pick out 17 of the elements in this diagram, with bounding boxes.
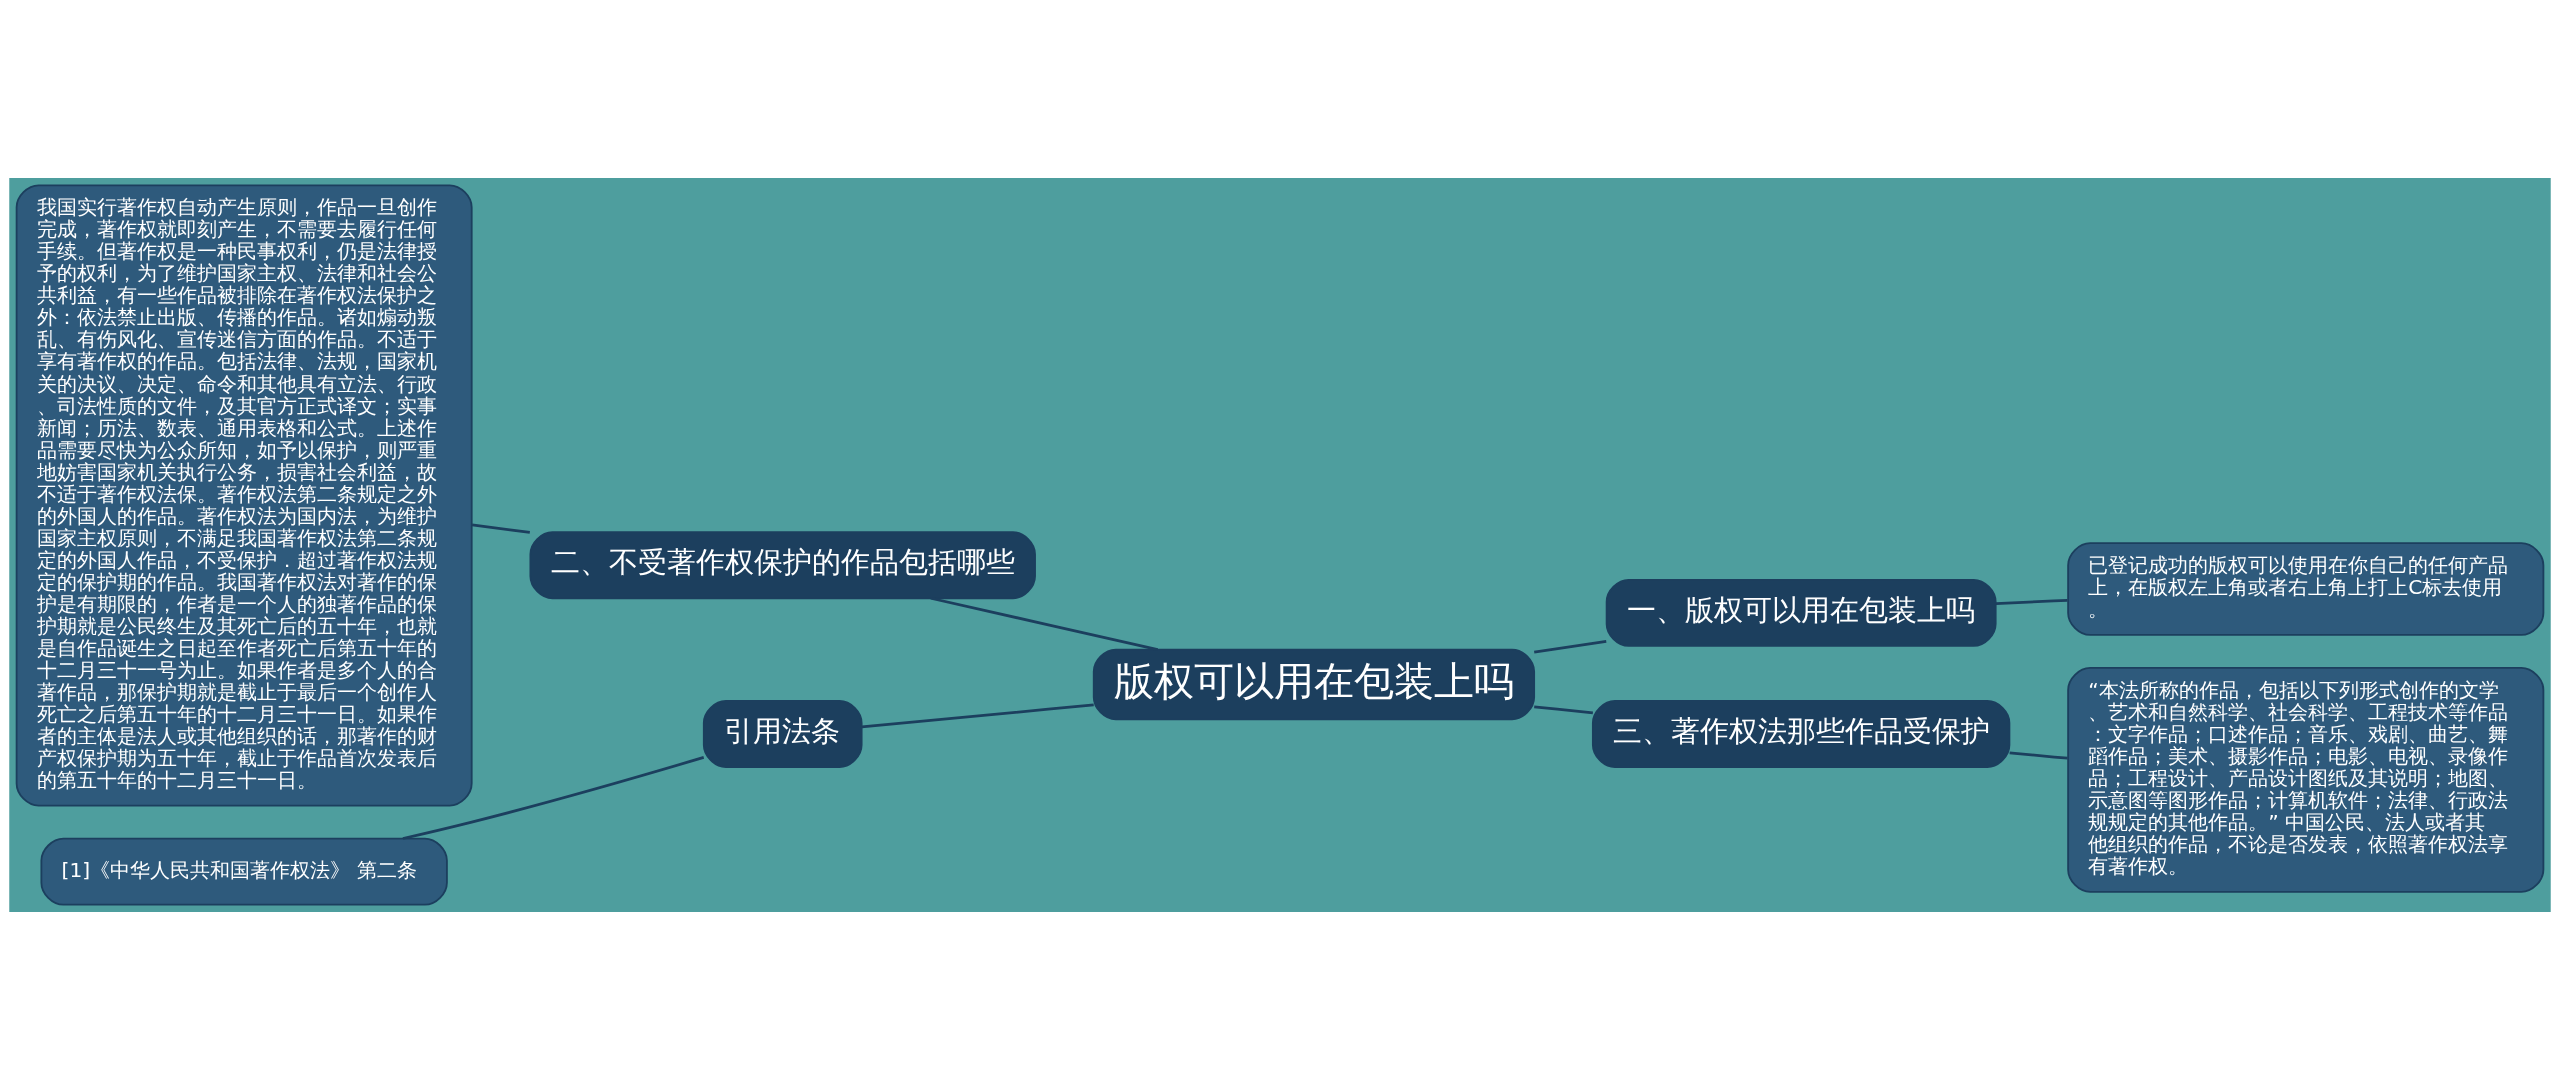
node-box: 三、著作权法那些作品受保护 [1591,699,2011,768]
connector [861,703,1094,728]
connector [1534,639,1607,653]
connector [1995,598,2068,605]
connector [930,596,1159,651]
node-box: “本法所称的作品，包括以下列形式创作的文学、艺术和自然科学、社会科学、工程技术等作品：文字作品；口述作品；音乐、戏剧、曲艺、舞蹈作品；美术、摄影作品；电影、电视、录像作品；工程设计、产品设计图纸及其说明；地图、示意图等图形作品；计算机软件；法律、行政法规规定的其他作品。” 中国公民、法人或者其他组织的作品，不论是否发表，依照著作权法享有著作权。 [2067,666,2545,893]
node-box: 我国实行著作权自动产生原则，作品一旦创作完成，著作权就即刻产生，不需要去履行任何手续。但著作权是一种民事权利，仍是法律授予的权利，为了维护国家主权、法律和社会公共利益，有一些作品被排除在著作权法保护之外：依法禁止出版、传播的作品。诸如煽动叛乱、有伤风化、宣传迷信方面的作品。不适于享有著作权的作品。包括法律、法规，国家机关的决议、决定、命令和其他具有立法、行政、司法性质的文件，及其官方正式译文；实事新闻；历法、数表、通用表格和公式。上述作品需要尽快为公众所知，如予以保护，则严重地妨害国家机关执行公务，损害社会利益，故不适于著作权法保。著作权法第二条规定之外的外国人的作品。著作权法为国内法，为维护国家主权原则，不满足我国著作权法第二条规定的外国人作品，不受保护．超过著作权法规定的保护期的作品。我国著作权法对著作的保护是有期限的，作者是一个人的独著作品的保护期就是公民终生及其死亡后的五十年，也就是自作品诞生之日起至作者死亡后第五十年的十二月三十一号为止。如果作者是多个人的合著作品，那保护期就是截止于最后一个创作人死亡之后第五十年的十二月三十一日。如果作者的主体是法人或其他组织的话，那著作的财产权保护期为五十年，截止于作品首次发表后的第五十年的十二月三十一日。 [15,183,473,806]
node-box: 版权可以用在包装上吗 [1092,648,1536,720]
node-box: [1]《中华人民共和国著作权法》 第二条 [40,837,448,906]
node-box: 已登记成功的版权可以使用在你自己的任何产品上，在版权左上角或者右上角上打上C标去使用。 [2067,541,2545,636]
connector [471,523,530,534]
connector [1534,705,1593,714]
node-box: 二、不受著作权保护的作品包括哪些 [529,530,1036,599]
node-box: 引用法条 [702,699,863,768]
connector [402,755,705,840]
node-box: 一、版权可以用在包装上吗 [1605,578,1997,647]
connector [2009,751,2068,760]
